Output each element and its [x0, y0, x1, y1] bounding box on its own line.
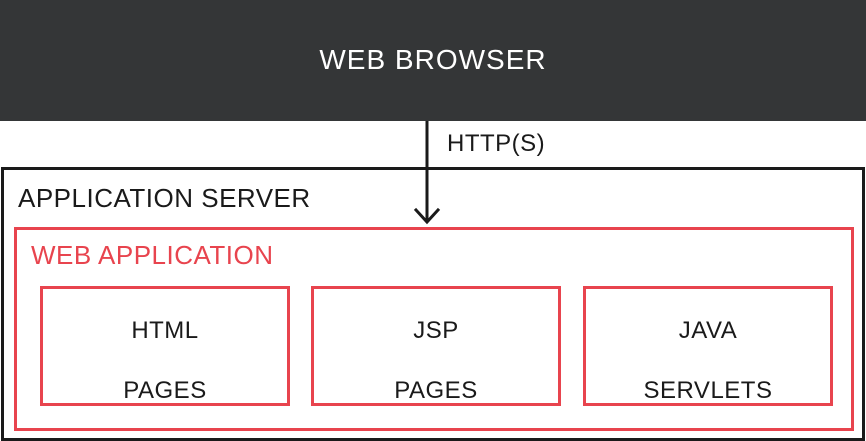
web-browser-box: WEB BROWSER	[0, 0, 866, 121]
html-pages-box: HTML PAGES	[40, 286, 290, 406]
protocol-label: HTTP(S)	[447, 130, 546, 157]
component-label-line1: JSP	[413, 317, 459, 344]
web-application-box: WEB APPLICATION HTML PAGES JSP PAGES JAV…	[14, 227, 854, 431]
application-server-box: APPLICATION SERVER WEB APPLICATION HTML …	[1, 167, 865, 441]
component-label-line2: SERVLETS	[643, 377, 773, 404]
component-label-line1: HTML	[131, 317, 199, 344]
web-application-title: WEB APPLICATION	[31, 240, 274, 270]
component-label-line2: PAGES	[394, 377, 478, 404]
java-servlets-box: JAVA SERVLETS	[583, 286, 833, 406]
jsp-pages-box: JSP PAGES	[311, 286, 561, 406]
component-label-line2: PAGES	[123, 377, 207, 404]
web-browser-title: WEB BROWSER	[319, 44, 547, 75]
application-server-title: APPLICATION SERVER	[18, 183, 311, 213]
component-label-line1: JAVA	[678, 317, 738, 344]
